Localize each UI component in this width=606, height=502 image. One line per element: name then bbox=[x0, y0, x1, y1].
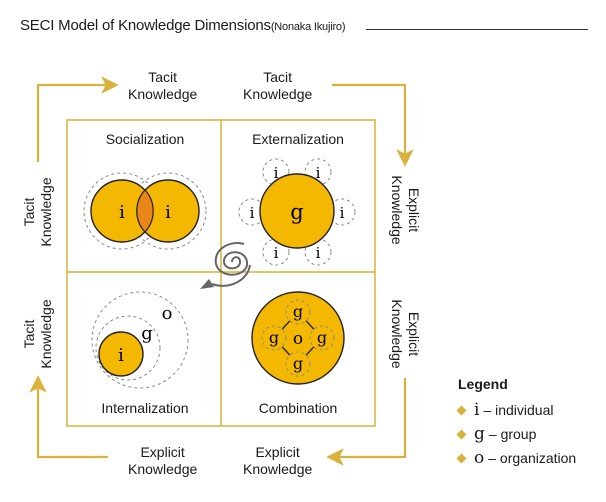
edge-label-right-bottom: Explicit Knowledge bbox=[389, 299, 422, 369]
group-symbol: g bbox=[141, 323, 153, 344]
group-symbol: g bbox=[293, 302, 303, 321]
cycle-arrow-top-left bbox=[36, 76, 119, 162]
diagram-shape bbox=[200, 279, 214, 289]
individual-symbol: i bbox=[250, 204, 255, 222]
edge-label-top-right: Tacit Knowledge bbox=[243, 69, 313, 102]
cycle-arrow-top-right bbox=[332, 83, 414, 167]
legend-label: – individual bbox=[483, 402, 554, 418]
edge-label-top-left: Tacit Knowledge bbox=[128, 69, 198, 102]
diagram-shape bbox=[285, 299, 311, 325]
diagram-shape bbox=[91, 291, 189, 389]
individual-symbol: i bbox=[165, 202, 171, 223]
title-rule bbox=[366, 29, 588, 30]
legend-item-organization: o – organization bbox=[456, 448, 577, 468]
edge-label-left-bottom: Tacit Knowledge bbox=[21, 299, 54, 369]
cycle-arrow-bottom-left bbox=[29, 375, 108, 459]
diamond-bullet-icon bbox=[456, 429, 467, 439]
diagram-shape bbox=[214, 242, 248, 276]
individual-symbol: i bbox=[274, 164, 279, 182]
legend-item-group: g – group bbox=[456, 424, 537, 444]
diagram-title: SECI Model of Knowledge Dimensions(Nonak… bbox=[20, 17, 345, 34]
organization-symbol: o bbox=[162, 303, 173, 324]
legend-title: Legend bbox=[458, 376, 508, 392]
individual-symbol: i bbox=[340, 204, 345, 222]
group-symbol: g bbox=[290, 200, 303, 224]
group-circle bbox=[259, 173, 335, 249]
socialization-figure: i i bbox=[83, 172, 207, 250]
diamond-bullet-icon bbox=[456, 453, 467, 463]
edge-label-right-top: Explicit Knowledge bbox=[389, 175, 422, 245]
individual-symbol: i bbox=[118, 345, 124, 366]
quadrant-label-socialization: Socialization bbox=[105, 131, 185, 147]
legend-label: – organization bbox=[488, 450, 577, 466]
organization-circle bbox=[251, 291, 345, 385]
spiral-icon bbox=[200, 242, 251, 289]
diagram-shape bbox=[285, 351, 311, 377]
organization-symbol: o bbox=[293, 329, 303, 349]
legend-item-individual: i – individual bbox=[456, 400, 554, 420]
overlap-region bbox=[136, 189, 154, 233]
title-main: SECI Model of Knowledge Dimensions bbox=[20, 17, 271, 34]
individual-symbol: i bbox=[316, 164, 321, 182]
edge-label-bottom-left: Explicit Knowledge bbox=[128, 444, 198, 477]
combination-figure: g g g g o bbox=[251, 291, 345, 385]
legend-label: – group bbox=[488, 426, 537, 442]
cycle-arrow-bottom-right bbox=[326, 378, 407, 466]
individual-symbol: i bbox=[274, 244, 279, 262]
diagram-shape bbox=[309, 325, 335, 351]
diagram-shape bbox=[95, 315, 161, 381]
group-symbol: g bbox=[293, 354, 303, 373]
edge-label-left-top: Tacit Knowledge bbox=[21, 177, 54, 247]
individual-symbol: i bbox=[316, 244, 321, 262]
group-symbol: g bbox=[269, 328, 279, 347]
individual-circle bbox=[98, 331, 144, 377]
diagram-shape bbox=[261, 325, 287, 351]
legend-symbol: g bbox=[474, 424, 485, 444]
legend-symbol: o bbox=[474, 448, 485, 468]
diagram-shape bbox=[129, 172, 207, 250]
quadrant-label-combination: Combination bbox=[258, 400, 338, 416]
externalization-figure: g i i i i i i bbox=[238, 158, 356, 266]
diagram-shape bbox=[211, 264, 251, 287]
edge-label-bottom-right: Explicit Knowledge bbox=[243, 444, 313, 477]
group-symbol: g bbox=[317, 328, 327, 347]
diamond-bullet-icon bbox=[456, 405, 467, 415]
title-subtitle: (Nonaka Ikujiro) bbox=[270, 21, 346, 33]
diagram-shape bbox=[328, 198, 356, 226]
individual-symbol: i bbox=[119, 202, 125, 223]
internalization-figure: i g o bbox=[91, 291, 189, 389]
quadrant-label-externalization: Externalization bbox=[252, 131, 344, 147]
legend-symbol: i bbox=[474, 400, 480, 420]
quadrant-label-internalization: Internalization bbox=[101, 400, 189, 416]
